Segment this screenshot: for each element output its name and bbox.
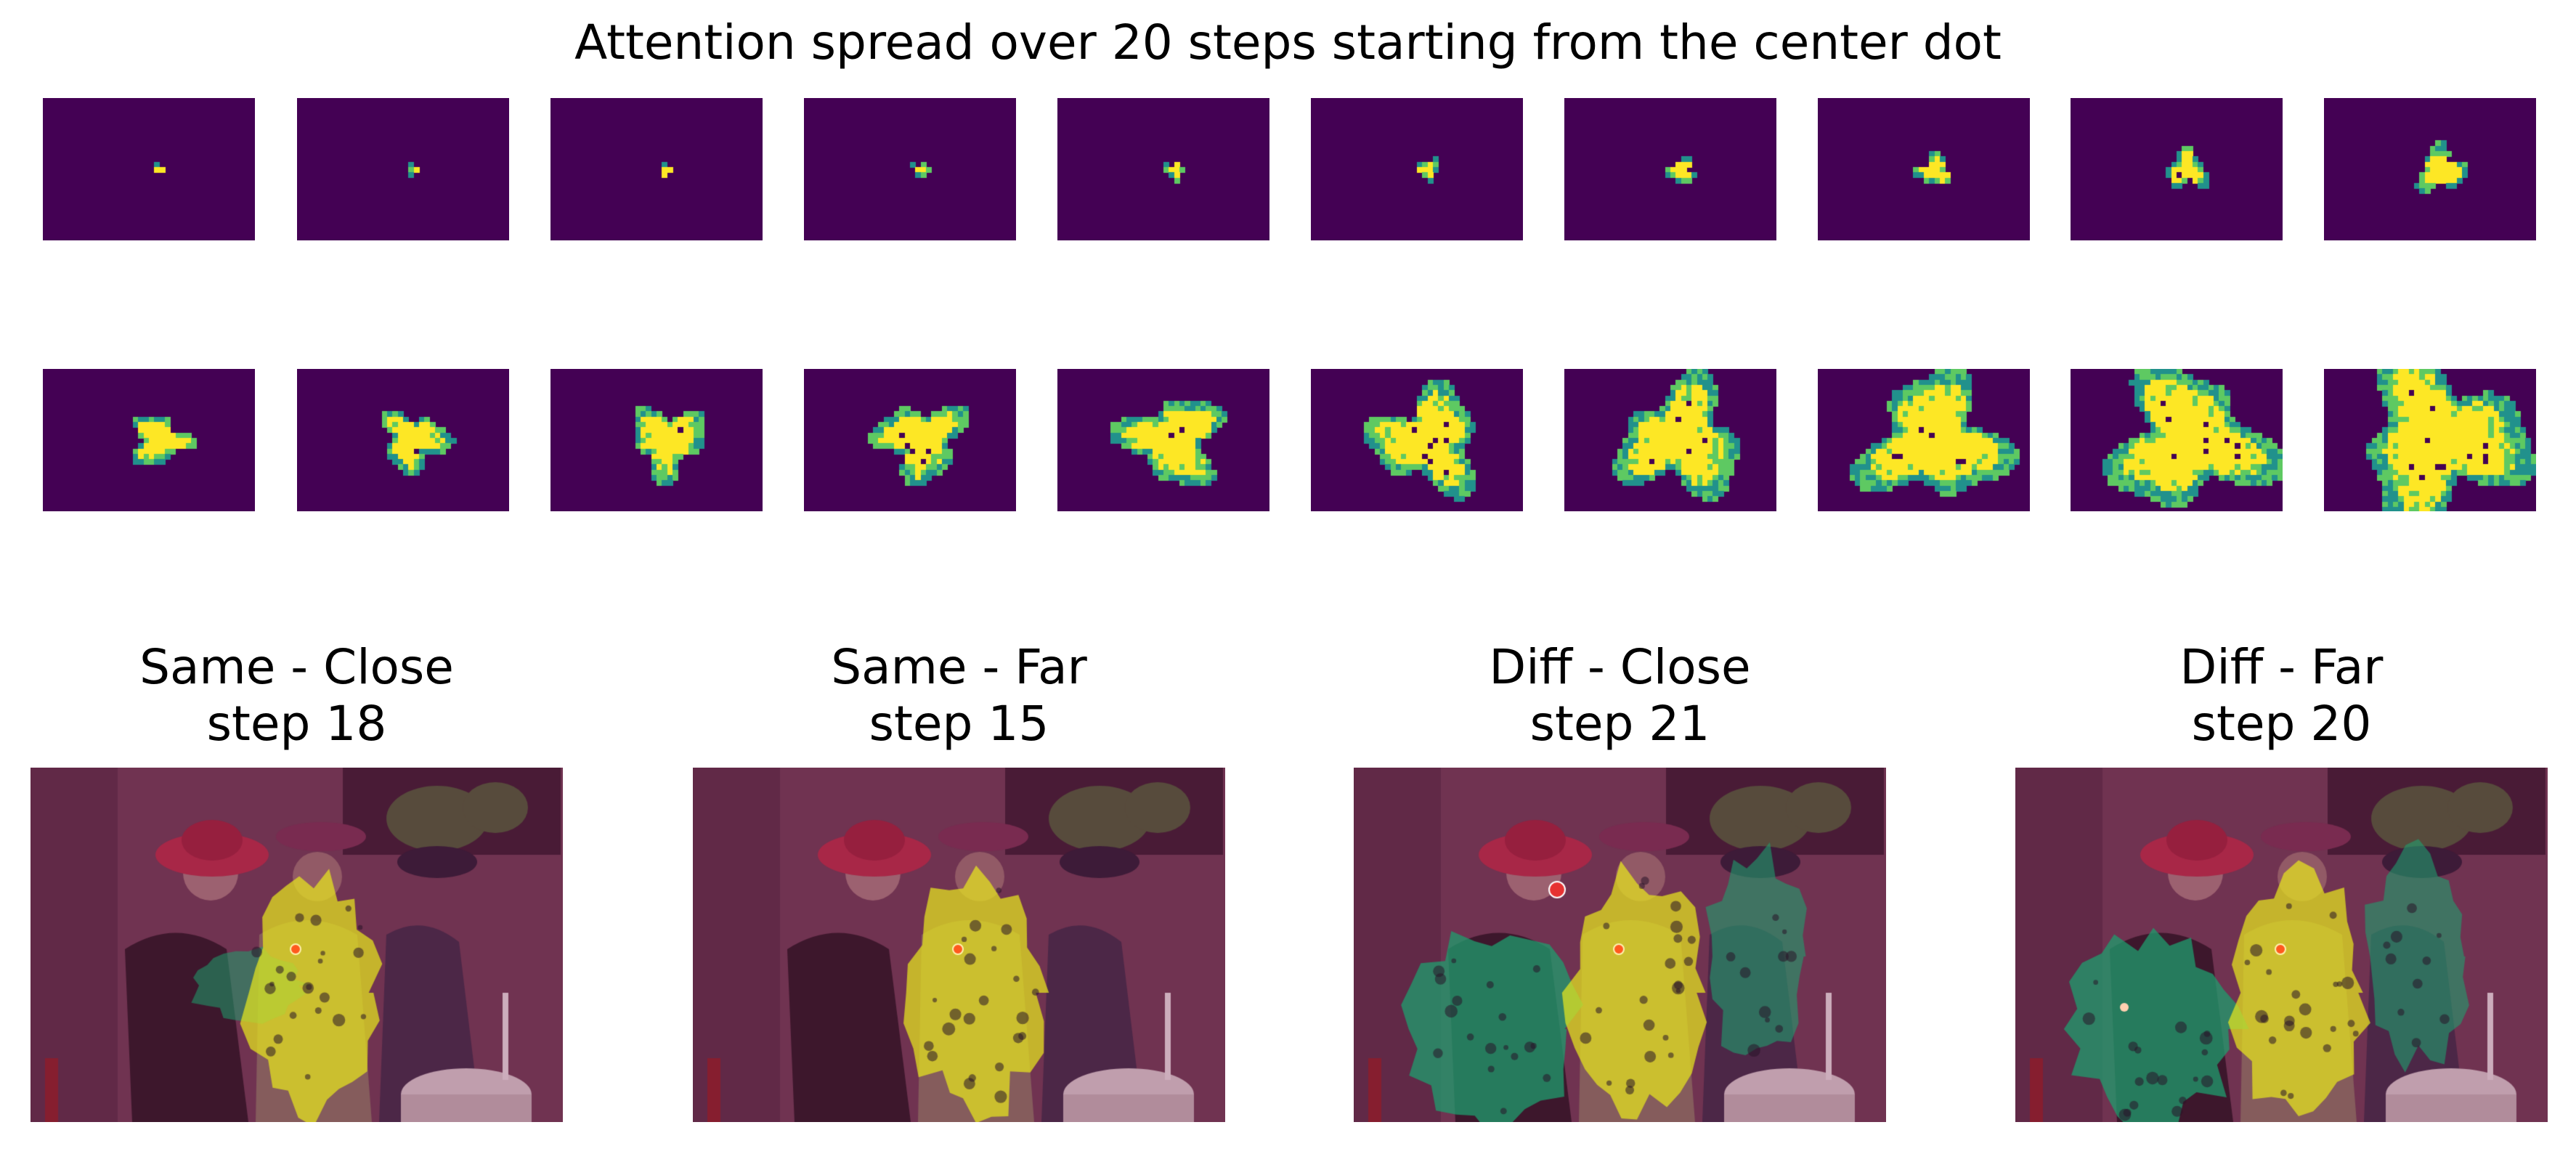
step-heatmap	[1818, 98, 2030, 240]
step-heatmap	[1311, 369, 1523, 511]
step-heatmap	[2324, 369, 2536, 511]
step-heatmap-canvas	[2071, 369, 2283, 511]
case-step-label: step 18	[206, 696, 387, 752]
case-title-line: Same - Close	[139, 639, 454, 695]
step-heatmap	[804, 369, 1016, 511]
step-heatmap-canvas	[1818, 369, 2030, 511]
step-heatmap	[297, 98, 509, 240]
case-title: Same - Close step 18	[31, 639, 563, 752]
step-heatmap-canvas	[1564, 98, 1776, 240]
case-image-same-close	[31, 768, 563, 1122]
step-heatmap	[43, 98, 255, 240]
step-heatmap-canvas	[297, 369, 509, 511]
case-step-label: step 20	[2191, 696, 2372, 752]
figure-title: Attention spread over 20 steps starting …	[574, 15, 2002, 70]
case-title: Diff - Close step 21	[1354, 639, 1886, 752]
step-heatmap-canvas	[297, 98, 509, 240]
case-title: Diff - Far step 20	[2015, 639, 2548, 752]
step-heatmap-canvas	[2324, 98, 2536, 240]
step-heatmap	[550, 98, 763, 240]
step-heatmap-canvas	[43, 369, 255, 511]
step-heatmap-canvas	[804, 98, 1016, 240]
case-panel-same-far: Same - Far step 15	[693, 639, 1225, 1122]
case-image-same-far	[693, 768, 1225, 1122]
case-panel-same-close: Same - Close step 18	[31, 639, 563, 1122]
case-panel-diff-far: Diff - Far step 20	[2015, 639, 2548, 1122]
step-heatmap	[804, 98, 1016, 240]
step-heatmap	[1818, 369, 2030, 511]
step-heatmap-canvas	[1311, 98, 1523, 240]
step-heatmap	[1564, 98, 1776, 240]
step-heatmap-canvas	[1564, 369, 1776, 511]
step-heatmap-canvas	[550, 98, 763, 240]
step-heatmap-canvas	[550, 369, 763, 511]
step-heatmap	[550, 369, 763, 511]
step-heatmap	[2324, 98, 2536, 240]
step-heatmap-canvas	[804, 369, 1016, 511]
case-title-line: Diff - Far	[2179, 639, 2384, 695]
step-heatmap	[1564, 369, 1776, 511]
step-heatmap-canvas	[43, 98, 255, 240]
step-heatmap-canvas	[2324, 369, 2536, 511]
step-heatmap	[1057, 369, 1269, 511]
step-heatmap-canvas	[1311, 369, 1523, 511]
case-title: Same - Far step 15	[693, 639, 1225, 752]
case-panel-diff-close: Diff - Close step 21	[1354, 639, 1886, 1122]
step-heatmap-canvas	[1057, 369, 1269, 511]
step-heatmap	[1057, 98, 1269, 240]
step-heatmap	[297, 369, 509, 511]
case-image-diff-close	[1354, 768, 1886, 1122]
step-heatmap-canvas	[1057, 98, 1269, 240]
step-heatmap-canvas	[1818, 98, 2030, 240]
case-image-diff-far	[2015, 768, 2548, 1122]
step-heatmap	[1311, 98, 1523, 240]
case-step-label: step 21	[1529, 696, 1710, 752]
case-step-label: step 15	[869, 696, 1049, 752]
case-title-line: Same - Far	[831, 639, 1087, 695]
step-heatmap	[43, 369, 255, 511]
step-heatmap	[2071, 98, 2283, 240]
step-heatmap-canvas	[2071, 98, 2283, 240]
step-heatmap	[2071, 369, 2283, 511]
case-title-line: Diff - Close	[1489, 639, 1751, 695]
